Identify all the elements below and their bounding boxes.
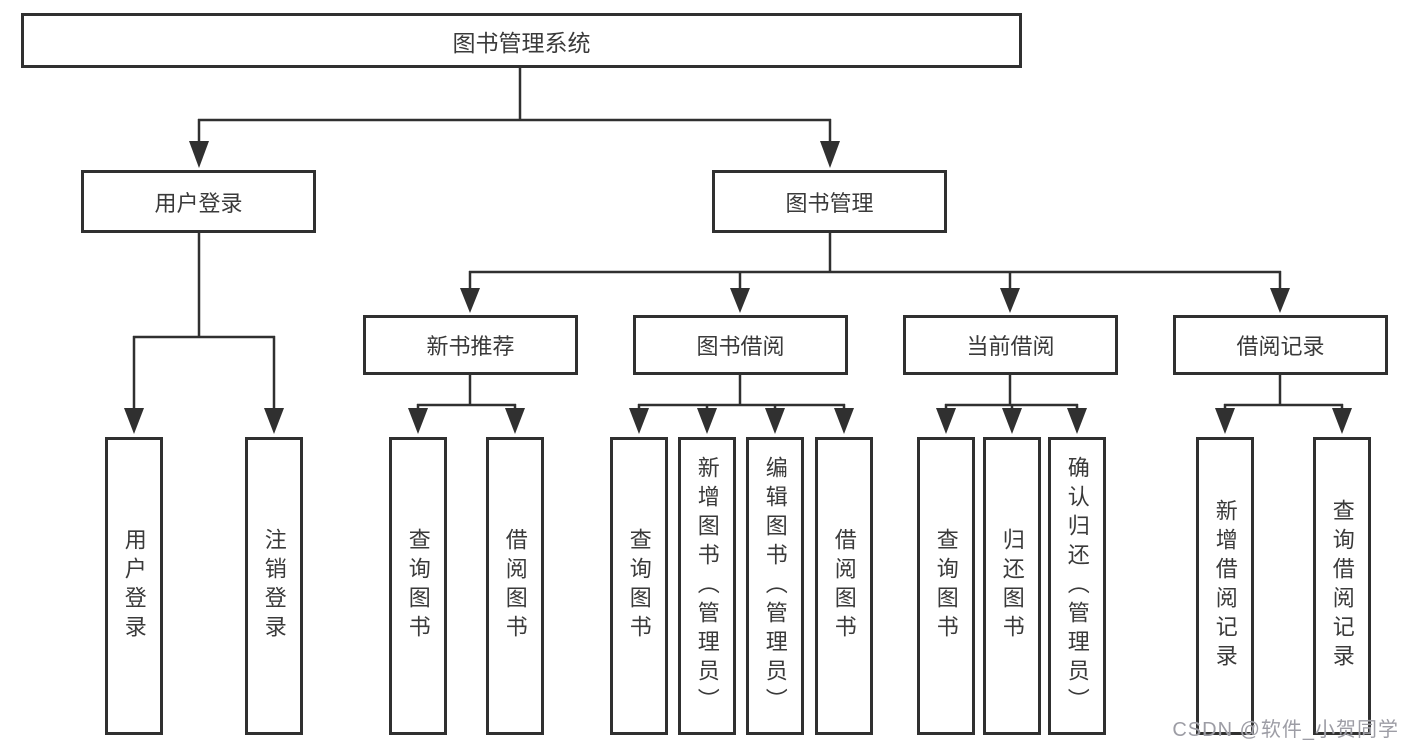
- leaf-borrow-books-recommend: 借阅图书: [486, 437, 544, 735]
- node-label: 新书推荐: [426, 334, 515, 359]
- arrowhead-icon: [1067, 408, 1087, 434]
- node-book-borrowing: 图书借阅: [633, 315, 848, 375]
- node-label: 图书管理系统: [452, 29, 591, 56]
- node-book-management: 图书管理: [712, 170, 947, 233]
- connector-user-login-split: [124, 233, 284, 434]
- arrowhead-icon: [1002, 408, 1022, 434]
- arrowhead-icon: [1270, 288, 1290, 313]
- leaf-logout: 注销登录: [245, 437, 303, 735]
- arrowhead-icon: [820, 141, 840, 168]
- arrowhead-icon: [1215, 408, 1235, 434]
- leaf-add-books-admin: 新增图书（管理员）: [678, 437, 736, 735]
- arrowhead-icon: [460, 288, 480, 313]
- node-label: 用户登录: [154, 190, 243, 216]
- node-label: 查询图书: [405, 528, 431, 644]
- arrowhead-icon: [730, 288, 750, 313]
- connector-new-book-recommendation-split: [408, 375, 525, 434]
- arrowhead-icon: [1332, 408, 1352, 434]
- node-label: 借阅图书: [831, 528, 857, 644]
- node-label: 用户登录: [121, 528, 147, 644]
- node-label: 借阅图书: [502, 528, 528, 644]
- connector-root-split: [189, 68, 840, 168]
- node-user-login: 用户登录: [81, 170, 316, 233]
- node-label: 新增借阅记录: [1212, 499, 1238, 673]
- arrowhead-icon: [629, 408, 649, 434]
- leaf-query-books-current: 查询图书: [917, 437, 975, 735]
- node-label: 图书管理: [785, 190, 874, 216]
- csdn-watermark: CSDN @软件_小贺同学: [1172, 719, 1399, 741]
- node-new-book-recommendation: 新书推荐: [363, 315, 578, 375]
- arrowhead-icon: [124, 408, 144, 434]
- leaf-query-books-borrowing: 查询图书: [610, 437, 668, 735]
- node-label: 编辑图书（管理员）: [762, 455, 788, 717]
- node-label: 注销登录: [261, 528, 287, 644]
- arrowhead-icon: [408, 408, 428, 434]
- leaf-borrow-books-borrowing: 借阅图书: [815, 437, 873, 735]
- leaf-user-login: 用户登录: [105, 437, 163, 735]
- node-label: 图书借阅: [696, 334, 785, 359]
- node-borrowing-records: 借阅记录: [1173, 315, 1388, 375]
- connector-borrowing-records-split: [1215, 375, 1352, 434]
- leaf-add-borrow-record: 新增借阅记录: [1196, 437, 1254, 735]
- leaf-return-books: 归还图书: [983, 437, 1041, 735]
- node-label: 查询图书: [933, 528, 959, 644]
- arrowhead-icon: [264, 408, 284, 434]
- arrowhead-icon: [834, 408, 854, 434]
- node-label: 当前借阅: [966, 334, 1055, 359]
- arrowhead-icon: [765, 408, 785, 434]
- node-current-borrowing: 当前借阅: [903, 315, 1118, 375]
- node-label: 查询借阅记录: [1329, 499, 1355, 673]
- arrowhead-icon: [697, 408, 717, 434]
- node-label: 确认归还（管理员）: [1064, 455, 1090, 717]
- node-label: 归还图书: [999, 528, 1025, 644]
- node-label: 查询图书: [626, 528, 652, 644]
- arrowhead-icon: [936, 408, 956, 434]
- connector-book-management-split: [460, 233, 1290, 313]
- node-label: 借阅记录: [1236, 334, 1325, 359]
- leaf-query-books-recommend: 查询图书: [389, 437, 447, 735]
- arrowhead-icon: [505, 408, 525, 434]
- leaf-confirm-return-admin: 确认归还（管理员）: [1048, 437, 1106, 735]
- leaf-query-borrow-record: 查询借阅记录: [1313, 437, 1371, 735]
- node-library-system: 图书管理系统: [21, 13, 1022, 68]
- node-label: 新增图书（管理员）: [694, 455, 720, 717]
- arrowhead-icon: [189, 141, 209, 168]
- arrowhead-icon: [1000, 288, 1020, 313]
- leaf-edit-books-admin: 编辑图书（管理员）: [746, 437, 804, 735]
- connector-current-borrowing-split: [936, 375, 1087, 434]
- connector-book-borrowing-split: [629, 375, 854, 434]
